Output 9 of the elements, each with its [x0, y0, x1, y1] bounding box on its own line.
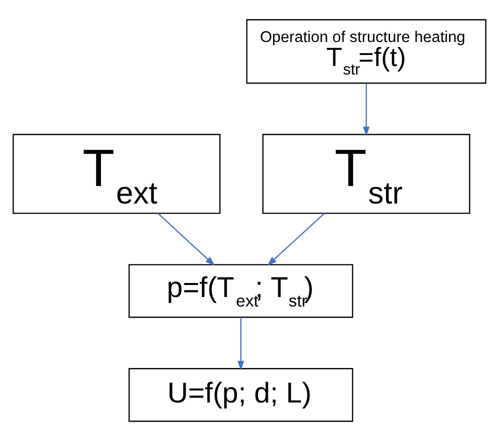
arrow — [158, 212, 215, 266]
node-box: p=f(T$_{ext}$; T$_{str}$) — [128, 264, 354, 318]
node-box: U=f(p; d; L) — [128, 368, 354, 422]
arrow — [267, 212, 325, 266]
arrow — [362, 82, 370, 136]
node-box: T$_{str}$ — [262, 133, 470, 214]
node-box: Operation of structure heating T$_{str}$=f(t) — [246, 18, 486, 84]
arrow — [237, 316, 244, 370]
node-box: T$_{ext}$ — [12, 133, 221, 214]
